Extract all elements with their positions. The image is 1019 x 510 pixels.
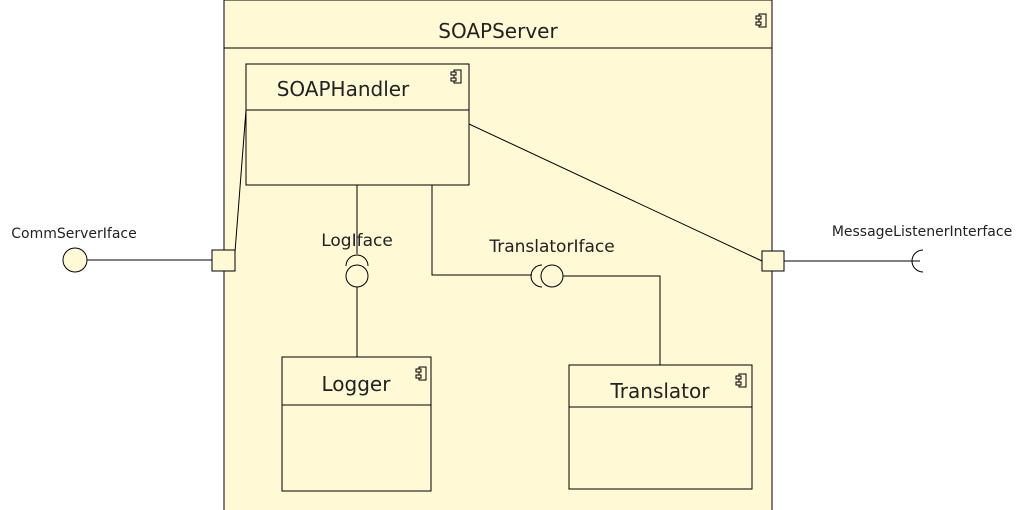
component-icon [755,13,767,28]
soaphandler-component[interactable]: SOAPHandler [245,63,470,186]
logger-component[interactable]: Logger [281,356,432,492]
translator-iface-connector: TranslatorIface [431,185,661,365]
logger-title: Logger [322,372,392,396]
component-icon [415,366,427,381]
message-listener-iface-label: MessageListenerInterface [832,224,1012,240]
soapserver-title: SOAPServer [438,19,558,43]
translator-iface-label: TranslatorIface [488,237,614,257]
translator-title: Translator [610,379,711,403]
comm-server-iface-label: CommServerIface [11,226,136,242]
soaphandler-title: SOAPHandler [277,77,410,101]
log-iface-connector: LogIface [321,185,393,357]
log-iface-label: LogIface [321,231,393,251]
required-socket-icon [345,254,369,267]
component-icon [450,69,462,84]
required-socket-icon [911,249,924,273]
component-icon [735,373,747,388]
message-listener-port[interactable]: MessageListenerInterface [468,123,1012,273]
required-socket-icon [530,264,543,288]
translator-component[interactable]: Translator [568,364,753,490]
provided-lollipop-icon [345,264,369,288]
provided-lollipop-icon [62,247,88,273]
comm-server-port[interactable]: CommServerIface [11,109,247,273]
provided-lollipop-icon [540,264,564,288]
